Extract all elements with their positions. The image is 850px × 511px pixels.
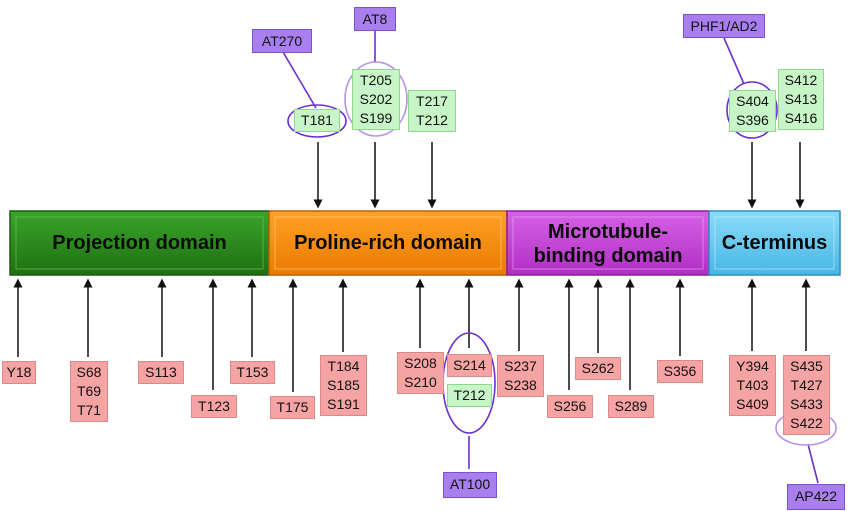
projection-domain-block: [9, 210, 270, 276]
antibody-at8: AT8: [354, 7, 396, 31]
site-box-s262: S262: [575, 357, 621, 380]
site-label: T175: [276, 399, 309, 415]
site-box-s208: S208 S210: [397, 352, 444, 394]
site-label: T427: [790, 377, 823, 393]
bottom-arrows: [13, 278, 811, 392]
site-label: S262: [581, 360, 615, 376]
ellipse-t181: [287, 104, 347, 138]
site-label: S113: [145, 364, 177, 380]
antibody-phf1: PHF1/AD2: [683, 14, 765, 38]
site-label: S433: [790, 396, 823, 412]
domain-label-line: binding domain: [533, 245, 683, 267]
site-label: S416: [784, 110, 818, 126]
site-label: S199: [359, 110, 393, 126]
site-box-s435: S435 T427 S433 S422: [783, 355, 830, 435]
antibody-at100: AT100: [443, 472, 497, 498]
antibody-connectors: [282, 30, 837, 484]
site-label: S435: [790, 358, 823, 374]
site-box-s412: S412 S413 S416: [778, 69, 824, 130]
site-label: S412: [784, 72, 818, 88]
domain-label-line: C-terminus: [721, 232, 828, 254]
site-box-s214: S214: [447, 354, 492, 377]
site-box-s113: S113: [138, 361, 184, 384]
site-box-t181: T181: [294, 109, 340, 132]
microtubule-domain-block: [506, 210, 710, 276]
domain-label-line: Projection domain: [52, 232, 227, 254]
connector-ap422: [807, 443, 819, 484]
site-label: S237: [504, 358, 537, 374]
site-label: T212: [453, 387, 486, 403]
domain-bar: [9, 210, 841, 276]
site-box-s237: S237 S238: [497, 355, 544, 397]
ellipse-at8: [344, 61, 408, 137]
site-box-y394: Y394 T403 S409: [729, 355, 776, 416]
domain-label-line: Proline-rich domain: [294, 232, 482, 254]
domain-label-line: Microtubule-: [548, 221, 668, 243]
site-box-t153: T153: [230, 361, 275, 384]
site-box-t184: T184 S185 S191: [320, 355, 367, 416]
site-box-t212: T212: [447, 384, 492, 407]
site-label: S210: [404, 374, 437, 390]
site-label: S214: [453, 357, 486, 373]
site-label: S202: [359, 91, 393, 107]
cterminus-block: [708, 210, 841, 276]
site-label: S409: [736, 396, 769, 412]
site-box-s356: S356: [657, 360, 703, 383]
site-label: S238: [504, 377, 537, 393]
site-label: T69: [76, 383, 102, 399]
domain-label-projection: Projection domain: [10, 231, 269, 255]
top-arrows: [313, 142, 805, 209]
site-box-s256: S256: [547, 395, 593, 418]
site-label: S356: [663, 363, 697, 379]
site-label: S191: [327, 396, 360, 412]
domain-label-microtubule: Microtubule- binding domain: [507, 220, 709, 268]
proline-domain-block: [268, 210, 508, 276]
domain-label-proline: Proline-rich domain: [269, 231, 507, 255]
site-box-t175: T175: [270, 396, 315, 419]
ellipse-phf1: [726, 81, 778, 139]
site-label: T212: [416, 112, 448, 128]
site-label: S396: [736, 112, 769, 128]
site-label: S256: [553, 398, 587, 414]
site-label: S185: [327, 377, 360, 393]
antibody-ap422: AP422: [787, 484, 845, 510]
antibody-at270: AT270: [252, 29, 312, 53]
site-label: S413: [784, 91, 818, 107]
site-box-s289: S289: [608, 395, 654, 418]
site-label: T123: [198, 398, 230, 414]
site-box-t217: T217 T212: [408, 90, 456, 132]
site-label: S68: [76, 364, 102, 380]
site-box-y18: Y18: [2, 361, 36, 384]
site-label: T153: [236, 364, 269, 380]
site-box-t205: T205 S202 S199: [352, 69, 400, 130]
site-label: T184: [327, 358, 360, 374]
site-label: Y394: [736, 358, 769, 374]
site-label: T71: [76, 402, 102, 418]
connector-phf1: [723, 37, 745, 85]
site-label: T403: [736, 377, 769, 393]
site-label: S208: [404, 355, 437, 371]
site-label: T217: [416, 93, 448, 109]
site-label: Y18: [6, 364, 32, 380]
site-label: S422: [790, 415, 823, 431]
site-box-s404: S404 S396: [729, 90, 776, 132]
site-box-t123: T123: [191, 395, 237, 418]
site-label: S404: [736, 93, 769, 109]
site-box-s68: S68 T69 T71: [70, 361, 108, 422]
domain-label-cterminus: C-terminus: [709, 231, 840, 255]
site-label: S289: [614, 398, 648, 414]
connector-at270: [282, 51, 317, 109]
site-label: T205: [360, 72, 392, 88]
site-label: T181: [301, 112, 333, 128]
